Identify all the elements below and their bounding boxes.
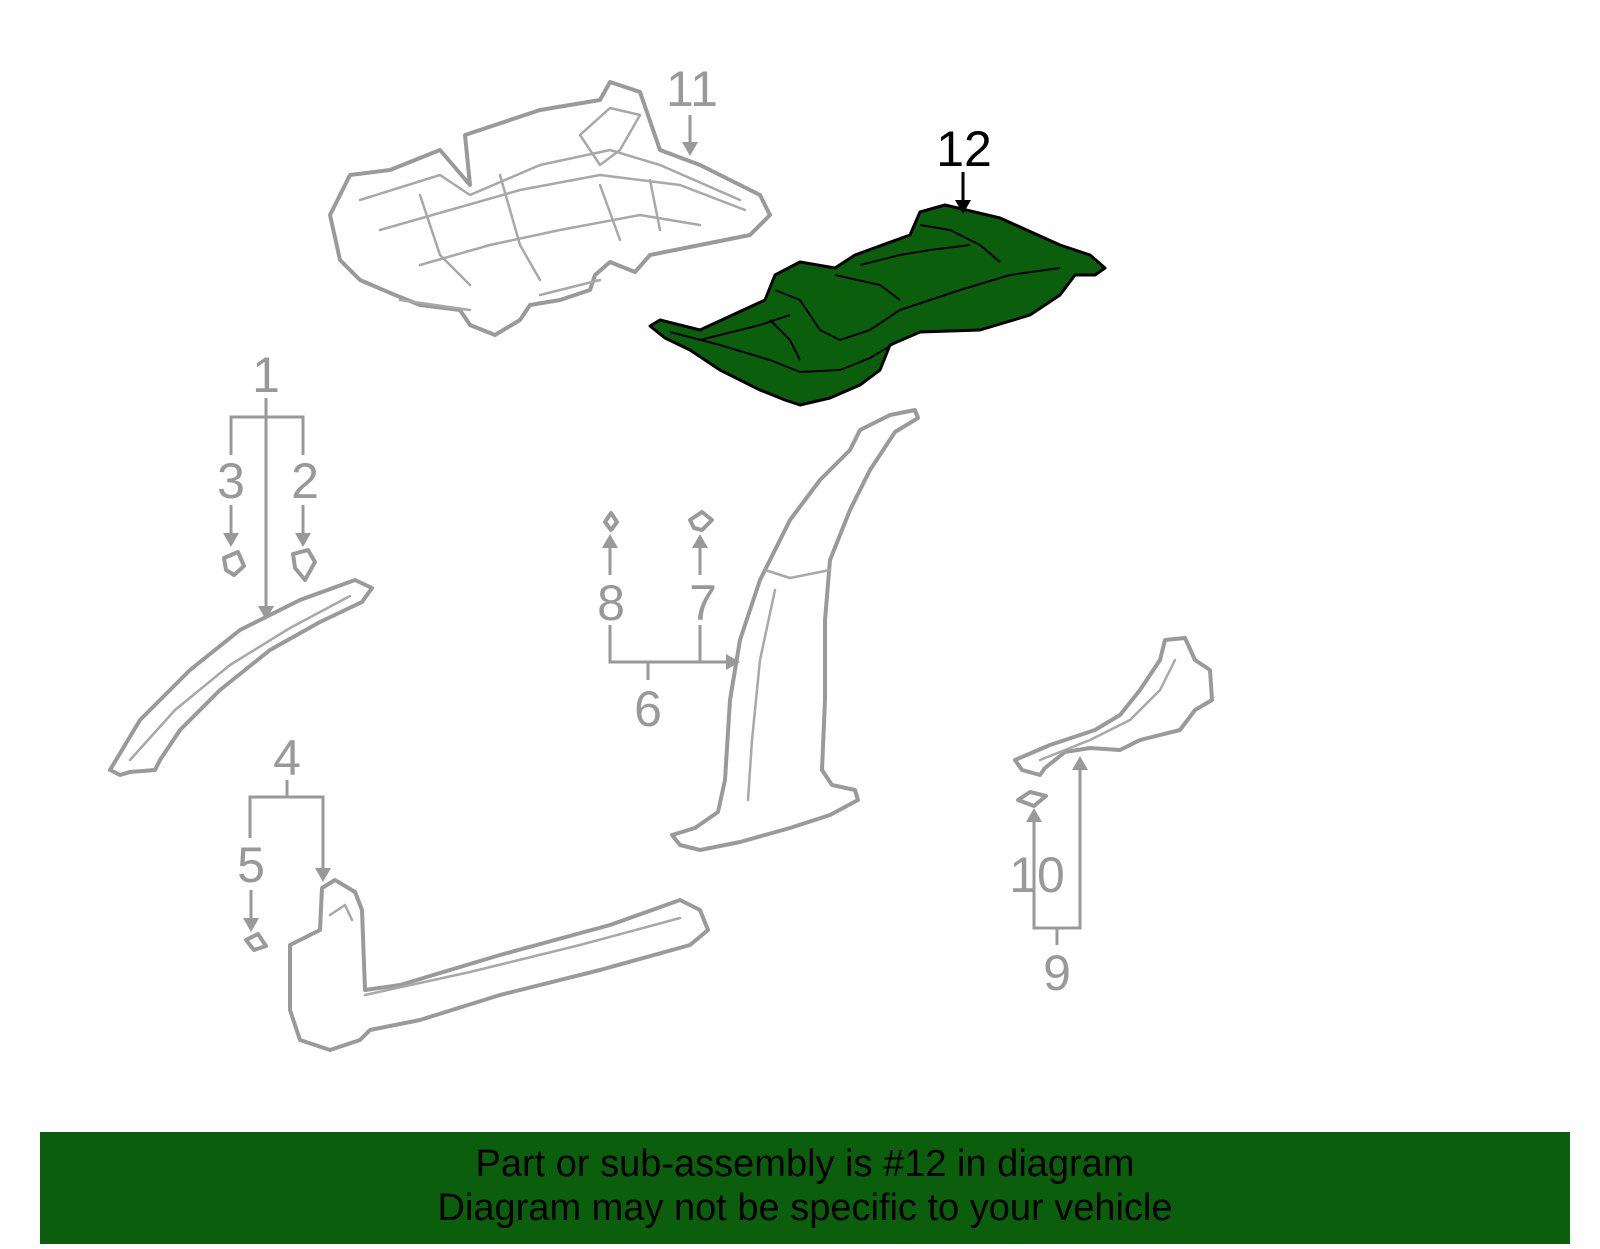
- banner-line-2: Diagram may not be specific to your vehi…: [437, 1187, 1173, 1229]
- callout-1: 1: [252, 347, 280, 403]
- part-12-highlighted-carpet: [648, 203, 1107, 407]
- callout-9: 9: [1043, 945, 1071, 1001]
- callout-11: 11: [666, 61, 718, 117]
- banner-line-1: Part or sub-assembly is #12 in diagram: [475, 1143, 1135, 1185]
- callout-10: 10: [1009, 847, 1065, 903]
- part-4-sill-plate: [288, 878, 710, 1052]
- part-7-clip: [688, 510, 714, 532]
- leader-12: [955, 172, 971, 214]
- callout-8: 8: [597, 575, 625, 631]
- part-6-b-pillar-trim: [670, 408, 920, 852]
- callout-3: 3: [217, 453, 245, 509]
- callout-4: 4: [273, 730, 301, 786]
- callout-12: 12: [936, 121, 992, 177]
- part-2-clip: [291, 548, 317, 582]
- callout-7: 7: [689, 575, 717, 631]
- callout-2: 2: [291, 453, 319, 509]
- callout-5: 5: [237, 837, 265, 893]
- part-9-quarter-trim: [1013, 636, 1214, 777]
- leader-lines: [223, 115, 1088, 945]
- part-3-clip: [222, 550, 246, 577]
- part-10-clip: [1016, 790, 1048, 808]
- info-banner: Part or sub-assembly is #12 in diagram D…: [40, 1132, 1570, 1244]
- part-1-pillar-trim: [108, 578, 374, 777]
- part-5-clip: [244, 932, 268, 952]
- callout-6: 6: [634, 681, 662, 737]
- part-11-floor-carpet: [328, 80, 772, 337]
- part-8-clip: [603, 511, 619, 532]
